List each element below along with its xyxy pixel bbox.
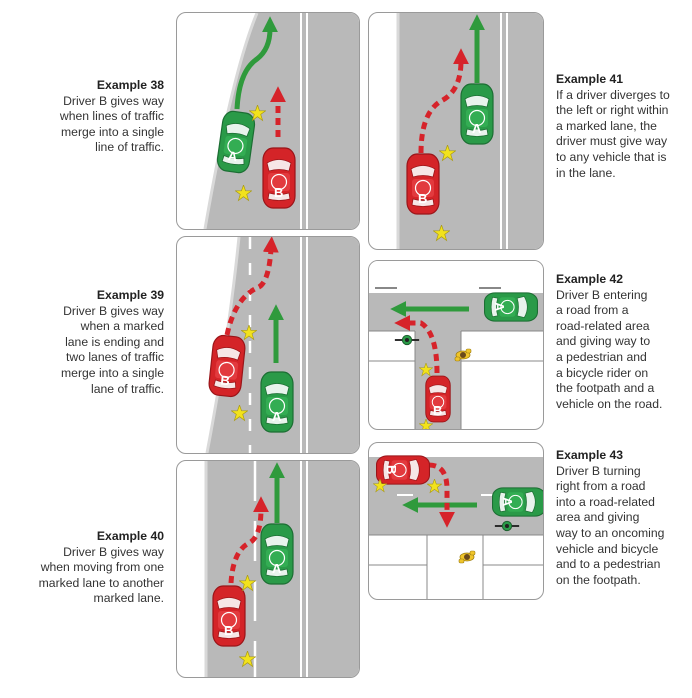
green-merge-arrow (234, 16, 278, 110)
example-41-diagram: A B (368, 12, 544, 250)
svg-text:B: B (224, 623, 233, 638)
example-43-caption: Example 43 Driver B turning right from a… (556, 448, 688, 588)
example-39-caption: Example 39 Driver B gives way when a mar… (22, 288, 164, 397)
example-42-line: and giving way to (556, 334, 651, 349)
car-b: B (262, 147, 296, 209)
example-41-line: If a driver diverges to (556, 87, 670, 102)
red-dashed-arrow (418, 48, 469, 154)
svg-text:B: B (433, 403, 442, 418)
svg-text:B: B (220, 372, 231, 388)
red-dashed-arrow (228, 496, 269, 584)
svg-text:A: A (492, 302, 507, 312)
svg-text:A: A (500, 497, 515, 507)
example-38-caption: Example 38 Driver B gives way when lines… (22, 78, 164, 156)
example-42-line: Driver B entering (556, 287, 648, 302)
car-a: A (215, 109, 257, 175)
svg-text:B: B (384, 465, 399, 474)
footpath-top (369, 261, 543, 293)
example-39-line: lane of traffic. (91, 381, 164, 396)
red-dashed-arrow (394, 314, 440, 374)
example-41-line: driver must give way (556, 134, 668, 149)
car-b: B (425, 375, 451, 423)
example-40-line: marked lane to another (38, 575, 164, 590)
example-40-diagram: A B (176, 460, 360, 678)
car-a: A (460, 83, 494, 145)
example-42-line: vehicle on the road. (556, 396, 663, 411)
example-39-line: lane is ending and (65, 334, 164, 349)
car-b: B (406, 153, 440, 215)
example-40-line: when moving from one (40, 560, 164, 575)
road-related-area (427, 535, 483, 599)
car-b: B (212, 585, 246, 647)
example-43-line: vehicle and bicycle (556, 541, 659, 556)
car-b: B (375, 455, 431, 485)
example-38-title: Example 38 (96, 78, 164, 92)
example-39-line: merge into a single (61, 365, 164, 380)
red-dashed-arrow (224, 237, 279, 336)
example-41-caption: Example 41 If a driver diverges to the l… (556, 72, 688, 181)
example-42-caption: Example 42 Driver B entering a road from… (556, 272, 688, 412)
example-41-line: in the lane. (556, 165, 616, 180)
svg-text:A: A (472, 121, 482, 136)
example-41-title: Example 41 (556, 72, 624, 86)
example-43-title: Example 43 (556, 448, 624, 462)
example-42-line: a bicycle rider on (556, 365, 649, 380)
car-a: A (260, 523, 294, 585)
example-43-line: right from a road (556, 479, 646, 494)
example-41-line: to any vehicle that is (556, 149, 667, 164)
example-43-line: Driver B turning (556, 463, 641, 478)
example-40-title: Example 40 (96, 529, 164, 543)
example-38-line: line of traffic. (95, 140, 164, 155)
example-38-line: when lines of traffic (59, 109, 164, 124)
example-42-line: a road from a (556, 303, 629, 318)
red-dashed-arrow (428, 462, 456, 528)
example-40-line: Driver B gives way (63, 544, 164, 559)
car-a: A (491, 487, 543, 517)
example-43-line: on the footpath. (556, 572, 641, 587)
example-38-diagram: A B (176, 12, 360, 230)
example-38-line: merge into a single (61, 124, 164, 139)
example-39-diagram: B A (176, 236, 360, 454)
road-surface (205, 13, 359, 229)
example-39-line: two lanes of traffic (66, 350, 164, 365)
example-39-line: Driver B gives way (63, 303, 164, 318)
svg-text:B: B (418, 191, 427, 206)
svg-text:A: A (272, 409, 282, 424)
example-43-line: area and giving (556, 510, 640, 525)
svg-text:B: B (274, 185, 283, 200)
car-b: B (207, 333, 247, 399)
example-40-line: marked lane. (93, 591, 164, 606)
example-42-line: road-related area (556, 318, 650, 333)
car-a: A (260, 371, 294, 433)
example-43-line: and to a pedestrian (556, 557, 661, 572)
example-42-diagram: A B (368, 260, 544, 430)
svg-text:A: A (227, 148, 239, 164)
example-42-title: Example 42 (556, 272, 624, 286)
example-40-caption: Example 40 Driver B gives way when movin… (20, 529, 164, 607)
example-43-line: way to an oncoming (556, 525, 665, 540)
example-42-line: the footpath and a (556, 381, 655, 396)
svg-text:A: A (272, 561, 282, 576)
example-41-line: the left or right within (556, 103, 669, 118)
car-a: A (483, 292, 539, 322)
road-edge-line (203, 13, 259, 229)
example-39-title: Example 39 (96, 288, 164, 302)
example-42-line: a pedestrian and (556, 349, 647, 364)
example-43-line: into a road-related (556, 494, 655, 509)
example-39-line: when a marked (80, 319, 164, 334)
example-41-line: a marked lane, the (556, 118, 657, 133)
example-43-diagram: B A (368, 442, 544, 600)
road-surface (207, 237, 359, 453)
example-38-line: Driver B gives way (63, 93, 164, 108)
